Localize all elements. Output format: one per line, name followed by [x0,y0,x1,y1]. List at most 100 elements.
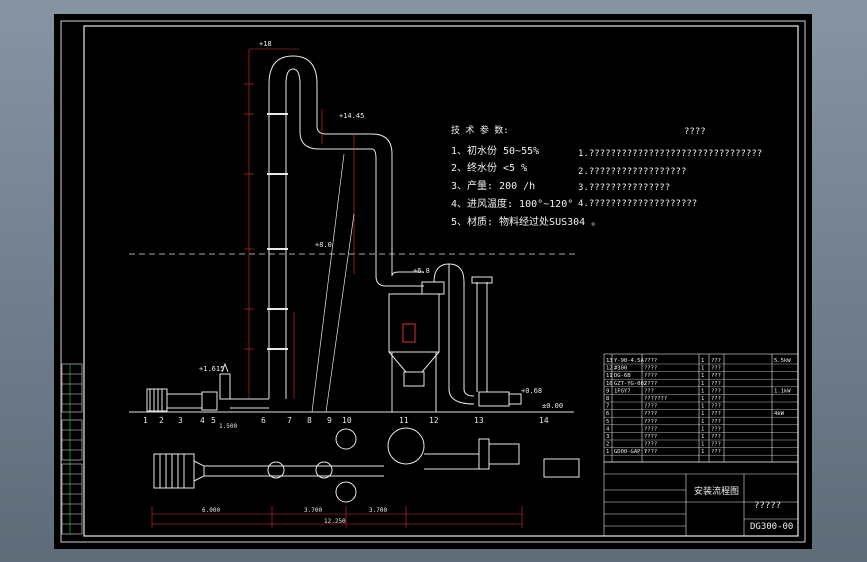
parts-cell: 3 [606,434,609,440]
svg-text:5、材质: 物料经过处SUS304 。: 5、材质: 物料经过处SUS304 。 [451,215,601,228]
parts-cell: ??? [711,449,721,455]
parts-cell: 8 [606,396,609,402]
cyclone-separator [388,263,475,412]
svg-text:3、产量: 200 /h: 3、产量: 200 /h [451,179,535,192]
parts-cell: 1 [701,449,704,455]
parts-cell: 1 [701,373,704,379]
parts-cell: ??? [711,404,721,410]
plan-view [153,427,580,503]
svg-text:2: 2 [159,416,164,425]
parts-cell: 13 [606,358,613,364]
parts-cell: 9 [606,388,609,394]
parts-cell: 5.5kW [774,358,791,364]
parts-cell: ???? [644,358,657,364]
parts-cell: 4kW [774,411,785,417]
parts-cell: DG-6B [614,373,631,379]
svg-text:9: 9 [327,416,332,425]
riser-pipe [267,55,424,399]
parts-cell: 1.1kW [774,388,791,394]
svg-text:1.500: 1.500 [219,423,237,430]
svg-text:3.700: 3.700 [369,507,387,514]
parts-cell: ???? [644,411,657,417]
svg-text:1、初水份 50~55%: 1、初水份 50~55% [451,144,539,157]
parts-cell: ??? [711,411,721,417]
guide-lines [311,153,355,413]
callout-numbers: 1 2 3 4 5 6 7 8 9 10 11 12 13 14 [143,416,549,425]
svg-text:技 术 参 数:: 技 术 参 数: [451,124,509,136]
parts-cell: 1 [701,434,704,440]
svg-text:4、进风温度: 100°~120°: 4、进风温度: 100°~120° [451,197,573,210]
parts-cell: 1 [701,366,704,372]
parts-cell: 1FGY7 [614,388,631,394]
parts-cell: ???? [644,442,657,448]
parts-cell: 5 [606,419,609,425]
svg-text:11: 11 [399,416,409,425]
title-block [603,461,799,537]
svg-text:2.??????????????????: 2.?????????????????? [578,167,686,177]
svg-text:1: 1 [143,416,148,425]
svg-text:+14.45: +14.45 [339,112,364,120]
parts-cell: 4 [606,426,610,432]
parts-cell: ??? [711,358,721,364]
svg-text:6: 6 [261,416,266,425]
parts-cell: 1 [701,396,704,402]
parts-cell: #300 [614,366,627,372]
parts-cell: ??? [711,434,721,440]
inner-border [83,25,799,537]
svg-text:12: 12 [429,416,439,425]
parts-cell: 10 [606,381,613,387]
svg-text:4: 4 [200,416,205,425]
svg-text:4.????????????????????: 4.???????????????????? [578,199,697,209]
drawing-svg: +18 +14.45 +8.0 +6.8 +1.615 +0.68 ±0.00 [60,20,806,543]
parts-cell: ???? [644,373,657,379]
exhaust-stack [471,276,522,407]
svg-text:????: ???? [684,127,706,137]
plan-dimension-text: 6.000 3.700 3.700 12.250 1.500 [202,423,387,525]
svg-text:±0.00: ±0.00 [542,402,563,410]
parts-cell: 1 [701,419,704,425]
parts-cell: ??? [711,366,721,372]
svg-text:3: 3 [178,416,183,425]
svg-text:12.250: 12.250 [324,518,346,525]
parts-cell: 1 [606,449,609,455]
parts-cell: ???? [644,426,657,432]
parts-cell: ???? [644,381,657,387]
parts-cell: ???? [644,366,657,372]
company-name: ????? [754,501,781,511]
svg-text:10: 10 [342,416,352,425]
svg-text:1.????????????????????????????: 1.???????????????????????????????? [578,149,762,159]
svg-text:8: 8 [307,416,312,425]
parts-cell: ??? [711,442,721,448]
svg-text:+1.615: +1.615 [199,365,224,373]
left-revision-tables [61,363,83,535]
parts-cell: 1 [701,411,704,417]
svg-text:6.000: 6.000 [202,507,220,514]
parts-cell: ??? [711,388,721,394]
plan-dimensions [151,506,523,528]
parts-cell: 1 [701,388,704,394]
parts-cell: GZT-YG-002 [614,381,647,387]
parts-cell: ???? [644,404,657,410]
parts-cell: GD00-GAP ? [614,449,647,455]
parts-cell: 1 [701,426,704,432]
outer-border [60,20,806,543]
svg-text:+8.0: +8.0 [315,241,332,249]
parts-cell: 2 [606,442,609,448]
svg-text:7: 7 [287,416,292,425]
parts-cell: ??? [711,373,721,379]
drawing-title: 安装流程图 [694,485,739,497]
drawing-number: DG300-00 [750,522,793,532]
parts-cell: ??? [711,419,721,425]
parts-cell: ???? [644,419,657,425]
parts-cell: 1 [701,381,704,387]
parts-cell: ??? [711,396,721,402]
svg-text:5: 5 [211,416,216,425]
parts-cell: ??? [711,381,721,387]
svg-text:+6.8: +6.8 [413,267,430,275]
svg-text:3.700: 3.700 [304,507,322,514]
parts-cell: Y-90-4.5A [614,358,644,364]
parts-cell: 12 [606,366,613,372]
svg-text:13: 13 [474,416,484,425]
drawing-sheet[interactable]: +18 +14.45 +8.0 +6.8 +1.615 +0.68 ±0.00 [54,14,812,549]
